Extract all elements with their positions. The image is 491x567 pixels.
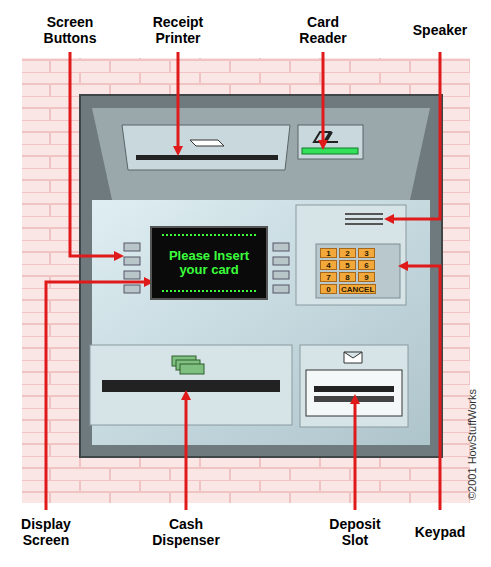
atm-recess (92, 108, 430, 200)
keypad-key: 3 (358, 248, 375, 258)
keypad-key: 5 (339, 260, 356, 270)
deposit-slot (314, 386, 394, 392)
part-label: Deposit Slot (315, 516, 395, 548)
copyright-note: ©2001 HowStuffWorks (466, 389, 478, 500)
part-label: Keypad (400, 524, 480, 540)
receipt-printer (122, 125, 290, 170)
keypad-base (316, 244, 400, 298)
cash-slot (102, 380, 280, 392)
part-label: Cash Dispenser (141, 516, 231, 548)
keypad-key: 6 (358, 260, 375, 270)
keypad-key: 2 (339, 248, 356, 258)
cash-icon (172, 356, 204, 374)
card-reader (298, 125, 363, 159)
leader-lines (46, 52, 440, 510)
speaker-grille (345, 214, 383, 224)
keypad-key: CANCEL (339, 284, 376, 294)
keypad-key: 7 (320, 272, 337, 282)
receipt-icon (190, 140, 224, 146)
part-label: Receipt Printer (133, 14, 223, 46)
keypad-key: 9 (358, 272, 375, 282)
part-label: Screen Buttons (25, 14, 115, 46)
keypad-key: 8 (339, 272, 356, 282)
keypad-key: 4 (320, 260, 337, 270)
envelope-icon (344, 352, 362, 363)
keypad-panel (296, 205, 406, 305)
receipt-slot (136, 155, 278, 160)
arrowheads (114, 140, 408, 404)
atm-housing (80, 95, 442, 457)
part-label: Card Reader (283, 14, 363, 46)
card-slot (302, 148, 358, 154)
keypad-key: 0 (320, 284, 337, 294)
keypad-key: 1 (320, 248, 337, 258)
part-label: Speaker (400, 22, 480, 38)
screen-message: Please Insert your card (161, 249, 257, 277)
part-label: Display Screen (3, 516, 89, 548)
display-screen: Please Insert your card (150, 226, 268, 300)
cash-dispenser (90, 345, 292, 425)
